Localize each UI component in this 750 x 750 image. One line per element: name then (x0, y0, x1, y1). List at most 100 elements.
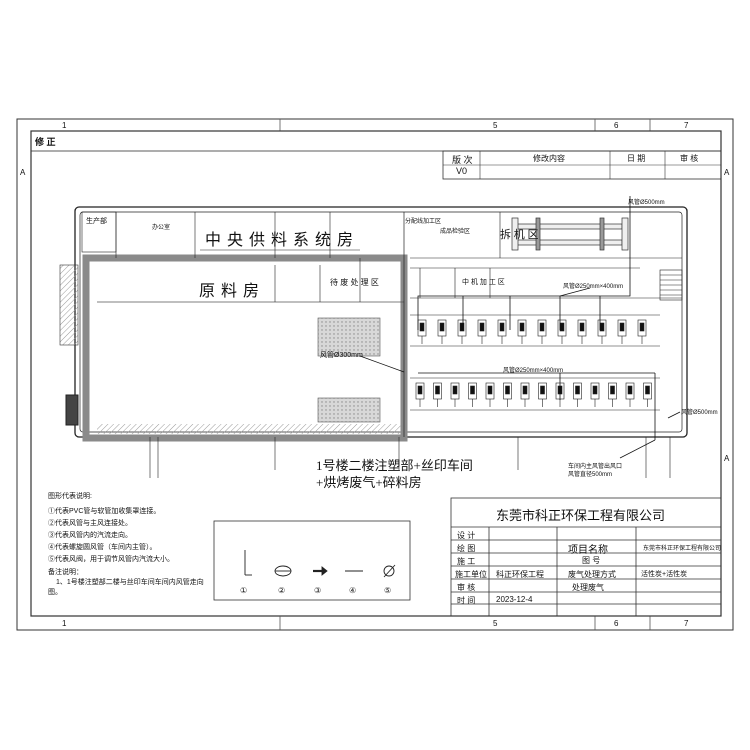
room-small-2: 分配线加工区 (405, 219, 442, 225)
top-right-duct-equipment (511, 217, 629, 251)
annotation-outlet-1: 车间内主风管出风口 (568, 464, 623, 470)
revision-header-content: 修改内容 (533, 154, 565, 163)
injection-machine-upper (557, 319, 567, 344)
equipment-block-2 (317, 397, 381, 423)
machine-row-upper (410, 314, 660, 347)
annotation-duct-500-right: 风管Ø500mm (681, 410, 718, 416)
title-block-row-design: 设 计 (457, 531, 476, 540)
injection-machine-upper (637, 319, 647, 344)
revision-header-review: 审 核 (680, 154, 699, 163)
room-small-4: 办公室 (152, 225, 171, 231)
injection-machine-lower (643, 382, 652, 407)
title-block-row-contractor: 施工单位 (455, 570, 487, 579)
plan-title-line-2: +烘烤废气+碎料房 (316, 475, 422, 490)
annotation-duct-250-upper: 风管Ø250mm×400mm (563, 284, 624, 290)
injection-machine-lower (608, 382, 617, 407)
building-plan (59, 206, 688, 478)
room-central-supply: 中 央 供 料 系 统 房 (205, 232, 355, 249)
injection-machine-upper (517, 319, 527, 344)
title-block-contractor-value: 科正环保工程 (496, 570, 544, 579)
legend-symbol-box (213, 520, 411, 601)
legend-item-5: ⑤代表风阀，用于调节风管内汽流大小。 (48, 556, 174, 563)
legend-symbols (244, 550, 396, 578)
plan-title-line-1: 1号楼二楼注塑部+丝印车间 (316, 458, 473, 473)
grid-top-5: 5 (493, 121, 498, 130)
legend-symbol-number-2: ② (278, 586, 286, 595)
injection-machine-upper (617, 319, 627, 344)
injection-machine-lower (590, 382, 600, 407)
notes-line-1: 1、1号楼注塑部二楼与丝印车间车间内风管走向 (56, 579, 204, 586)
grid-bottom-6: 6 (614, 619, 619, 628)
grid-bottom-1: 1 (62, 619, 67, 628)
title-block-drawing-no-label: 图 号 (582, 556, 601, 565)
annotation-duct-300: 风管Ø300mm (320, 352, 363, 359)
legend-item-3: ③代表风管内的汽流走向。 (48, 532, 132, 539)
room-waste-area: 待 废 处 理 区 (330, 278, 379, 287)
injection-machine-lower (433, 382, 442, 407)
injection-machine-lower (415, 382, 425, 407)
duct-lines (359, 196, 681, 459)
grid-side-right-a2: A (724, 454, 730, 463)
top-grid-ticks (279, 119, 651, 630)
injection-machine-lower (468, 382, 477, 407)
room-raw-material: 原 料 房 (199, 283, 261, 300)
title-block-row-review: 审 核 (457, 583, 476, 592)
notes-line-2: 图。 (48, 589, 62, 596)
grid-bottom-7: 7 (684, 619, 689, 628)
injection-machine-upper (597, 319, 607, 344)
machine-row-lower (410, 377, 660, 411)
outer-frame (16, 118, 734, 631)
legend-item-4: ④代表螺旋圆风管（车间内主管）。 (48, 544, 157, 551)
revision-header-version: 版 次 (452, 155, 473, 165)
title-block (450, 497, 722, 617)
annotation-duct-250-lower: 风管Ø250mm×400mm (503, 368, 564, 374)
left-stair (65, 394, 79, 426)
title-block-method-value: 活性炭+活性炭 (641, 571, 688, 578)
notes-title: 备注说明： (48, 569, 83, 576)
annotation-outlet-2: 风管直径500mm (568, 472, 613, 478)
title-block-company: 东莞市科正环保工程有限公司 (496, 508, 666, 523)
room-mid-process: 中 机 加 工 区 (462, 279, 505, 286)
revision-version-value: V0 (456, 166, 468, 176)
grid-top-7: 7 (684, 121, 689, 130)
injection-machine-lower (538, 382, 547, 407)
grid-bottom-5: 5 (493, 619, 498, 628)
injection-machine-upper (497, 319, 507, 344)
injection-machine-upper (437, 319, 447, 344)
injection-machine-upper (457, 319, 467, 344)
grid-top-1: 1 (62, 121, 67, 130)
injection-machine-upper (537, 319, 547, 344)
legend-item-2: ②代表风管与主风连接处。 (48, 520, 132, 527)
injection-machine-lower (485, 382, 495, 407)
annotation-duct-500-top: 风管Ø500mm (628, 200, 665, 206)
room-small-1: 生产部 (86, 218, 107, 225)
title-block-row-draw: 绘 图 (457, 544, 476, 553)
injection-machine-upper (577, 319, 587, 344)
legend-symbol-number-4: ④ (349, 586, 357, 595)
left-service-column (59, 264, 79, 346)
grid-top-6: 6 (614, 121, 619, 130)
title-block-time-value: 2023-12-4 (496, 595, 533, 604)
bottom-hatch-strip (97, 424, 401, 434)
revision-title: 修 正 (35, 137, 56, 147)
legend-symbol-number-3: ③ (314, 586, 322, 595)
title-block-treatment-label: 处理废气 (572, 583, 604, 592)
room-small-3: 成品检验区 (440, 229, 471, 235)
legend-item-1: ①代表PVC管与软管加收集罩连接。 (48, 508, 161, 515)
legend-symbol-number-5: ⑤ (384, 586, 392, 595)
revision-strip (30, 130, 722, 152)
title-block-row-build: 施 工 (457, 557, 476, 566)
legend-symbol-number-1: ① (240, 586, 248, 595)
injection-machine-lower (520, 382, 530, 407)
revision-header-date: 日 期 (627, 154, 646, 163)
title-block-row-time: 时 间 (457, 596, 476, 605)
title-block-project-label: 项目名称 (568, 545, 608, 556)
legend-title: 图形代表说明: (48, 493, 92, 500)
injection-machine-lower (450, 382, 460, 407)
title-block-project-value: 东莞市科正环保工程有限公司 (643, 546, 722, 552)
grid-side-left-a: A (20, 168, 26, 177)
injection-machine-lower (625, 382, 635, 407)
revision-grid (443, 151, 721, 179)
injection-machine-upper (477, 319, 487, 344)
